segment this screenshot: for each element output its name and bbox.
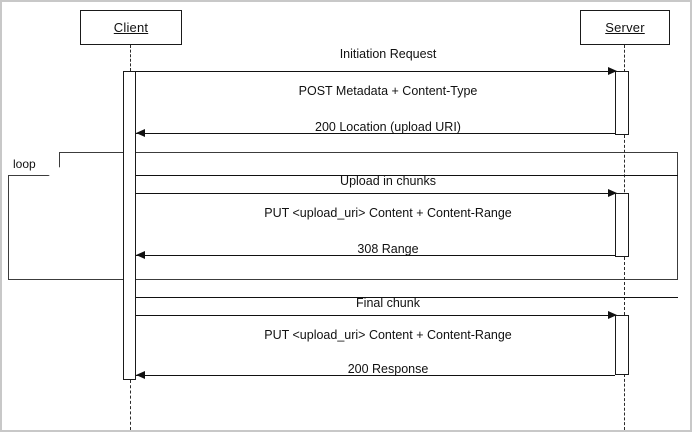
message-arrowhead-200-location (136, 128, 145, 137)
loop-fragment-label: loop (13, 156, 36, 171)
message-label-put-final: PUT <upload_uri> Content + Content-Range (264, 328, 512, 342)
message-label-put-chunk: PUT <upload_uri> Content + Content-Range (264, 206, 512, 220)
note-upload-in-chunks: Upload in chunks (340, 174, 436, 188)
participant-client-label: Client (113, 20, 149, 35)
participant-server-label: Server (605, 20, 645, 35)
message-label-200-location: 200 Location (upload URI) (315, 120, 461, 134)
activation-bar-server-initiation (615, 71, 629, 135)
message-line-308-range (136, 255, 615, 256)
message-line-put-chunk (136, 193, 615, 194)
separator-loop-top (136, 175, 678, 176)
message-arrowhead-post-metadata (608, 66, 617, 75)
lifeline-server-segment-1 (624, 45, 625, 72)
message-label-308-range: 308 Range (357, 242, 419, 256)
loop-fragment-tab: loop (8, 152, 60, 176)
note-final-chunk: Final chunk (356, 296, 420, 310)
note-initiation-request: Initiation Request (339, 47, 437, 61)
message-label-post-metadata: POST Metadata + Content-Type (298, 84, 478, 98)
lifeline-server-segment-4 (624, 374, 625, 430)
message-line-200-response (136, 375, 615, 376)
activation-bar-server-final (615, 315, 629, 375)
participant-client[interactable]: Client (80, 10, 182, 45)
lifeline-client-top (130, 45, 131, 71)
activation-bar-server-chunk (615, 193, 629, 257)
message-arrowhead-308-range (136, 250, 145, 259)
lifeline-server-segment-2 (624, 135, 625, 207)
message-line-put-final (136, 315, 615, 316)
message-arrowhead-put-chunk (608, 188, 617, 197)
loop-fragment (8, 152, 678, 280)
separator-final-chunk-top (136, 297, 678, 298)
message-label-200-response: 200 Response (347, 362, 429, 376)
message-line-200-location (136, 133, 615, 134)
message-arrowhead-put-final (608, 310, 617, 319)
participant-server[interactable]: Server (580, 10, 670, 45)
message-arrowhead-200-response (136, 370, 145, 379)
lifeline-client-bottom (130, 380, 131, 430)
message-line-post-metadata (136, 71, 615, 72)
lifeline-server-segment-3 (624, 257, 625, 325)
activation-bar-client (123, 71, 136, 380)
